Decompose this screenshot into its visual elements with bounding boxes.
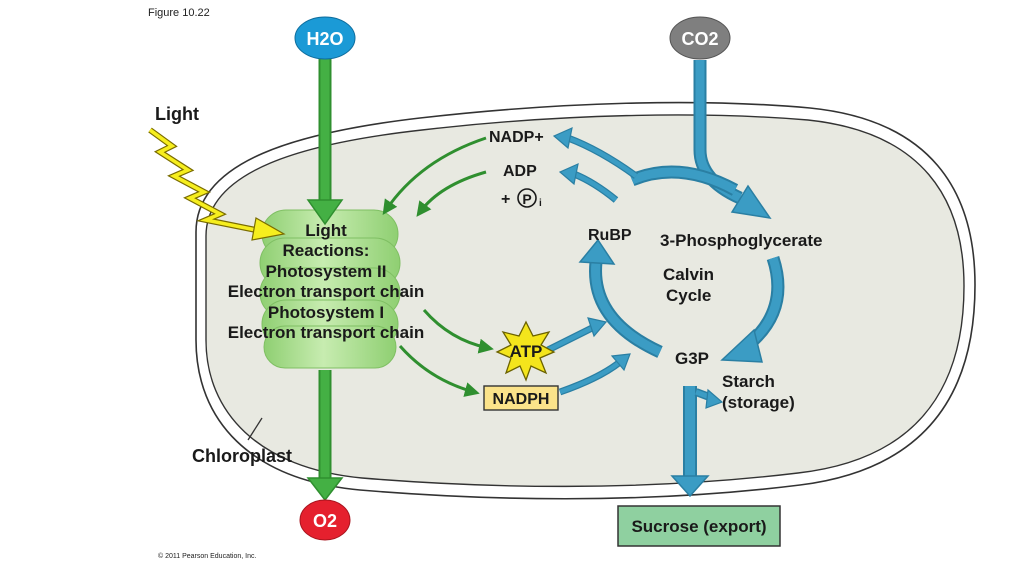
light-reactions-line2: Reactions: — [283, 241, 370, 260]
calvin-cycle-line1: Calvin — [663, 265, 714, 284]
light-reactions-line5: Photosystem I — [268, 303, 384, 322]
phosphate-icon: P i — [517, 188, 542, 209]
light-reactions-line4: Electron transport chain — [228, 282, 424, 301]
light-zigzag-icon — [148, 127, 286, 241]
pga-label: 3-Phosphoglycerate — [660, 231, 823, 250]
nadph-box — [483, 385, 559, 411]
sucrose-box — [617, 505, 781, 547]
phosphate-label: P — [522, 191, 531, 207]
chloroplast-outer-membrane — [195, 101, 976, 500]
figure-label: Figure 10.22 — [148, 7, 210, 19]
water-badge: H2O — [294, 16, 356, 60]
thylakoid-stack — [259, 209, 401, 369]
nadp-to-thylakoid-arrow — [382, 136, 487, 215]
water-label: H2O — [306, 29, 343, 49]
atp-star-icon — [495, 320, 556, 382]
oxygen-badge: O2 — [299, 499, 351, 541]
co2-badge: CO2 — [669, 16, 731, 60]
nadph-label: NADPH — [493, 391, 550, 408]
g3p-label: G3P — [675, 349, 709, 368]
light-reactions-line6: Electron transport chain — [228, 323, 424, 342]
oxygen-label: O2 — [313, 511, 337, 531]
sucrose-label: Sucrose (export) — [631, 517, 766, 536]
adp-label: ADP — [503, 163, 537, 180]
thylakoid-to-atp-arrow — [422, 309, 494, 354]
light-reactions-line1: Light — [305, 221, 347, 240]
chloroplast-pointer — [247, 417, 263, 441]
starch-line1: Starch — [722, 372, 775, 391]
nadp-plus-label: NADP+ — [489, 129, 544, 146]
co2-label: CO2 — [681, 29, 718, 49]
starch-line2: (storage) — [722, 393, 795, 412]
light-reactions-line3: Photosystem II — [266, 262, 387, 281]
light-label: Light — [155, 104, 199, 124]
atp-label: ATP — [510, 342, 543, 361]
chloroplast-label: Chloroplast — [192, 446, 292, 466]
copyright: © 2011 Pearson Education, Inc. — [158, 552, 256, 560]
adp-to-thylakoid-arrow — [416, 170, 487, 217]
thylakoid-to-nadph-arrow — [398, 345, 480, 397]
rubp-label: RuBP — [588, 227, 632, 244]
calvin-cycle-line2: Cycle — [666, 286, 711, 305]
phosphate-subscript: i — [539, 198, 542, 209]
plus-sign: + — [501, 191, 510, 208]
